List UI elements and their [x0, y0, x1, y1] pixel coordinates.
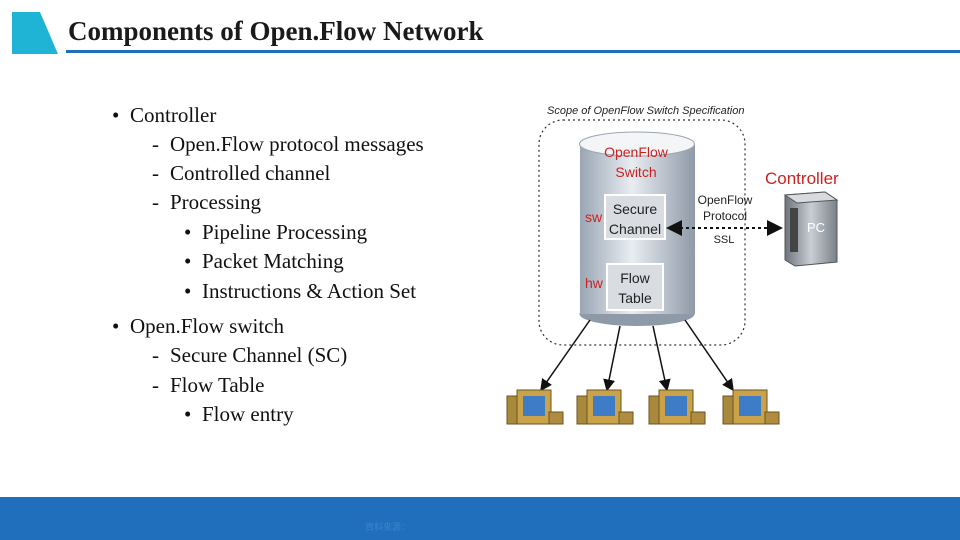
bullet-marker: • [184, 249, 192, 273]
bullet-item: -Controlled channel [152, 163, 330, 184]
secure-channel-label: Channel [609, 221, 661, 237]
bullet-text: Instructions & Action Set [202, 279, 417, 303]
bullet-marker: • [184, 279, 192, 303]
bullet-text: Packet Matching [202, 249, 344, 273]
bullet-item: • Instructions & Action Set [184, 281, 416, 302]
dash-marker: - [152, 132, 159, 156]
dash-marker: - [152, 373, 159, 397]
slide-title: Components of Open.Flow Network [68, 16, 484, 46]
protocol-label: Protocol [703, 209, 747, 223]
host-computer-icon [576, 389, 634, 425]
host-link [540, 319, 591, 392]
openflow-diagram: Scope of OpenFlow Switch Specification O… [506, 105, 839, 425]
bullet-text: Processing [170, 190, 261, 214]
host-link [603, 325, 621, 392]
controller-pc-icon [783, 191, 839, 267]
host-computer-icon [722, 389, 780, 425]
bullet-marker: • [184, 402, 192, 426]
bullet-text: Flow entry [202, 402, 294, 426]
title-underline [66, 50, 960, 53]
host-computer-icon [506, 389, 564, 425]
bullet-item: -Processing [152, 192, 261, 213]
bullet-item: • Open.Flow switch [112, 316, 284, 337]
pc-label: PC [807, 220, 825, 235]
ssl-label: SSL [714, 234, 735, 246]
dash-marker: - [152, 343, 159, 367]
bullet-item: • Pipeline Processing [184, 222, 367, 243]
bullet-item: • Packet Matching [184, 251, 344, 272]
sw-label: sw [585, 209, 603, 225]
bullet-item: -Flow Table [152, 375, 264, 396]
bullet-marker: • [112, 314, 120, 338]
hw-label: hw [585, 275, 604, 291]
title-corner-shape [12, 12, 58, 54]
flow-table-label: Table [618, 290, 652, 306]
host-link [684, 319, 734, 392]
bullet-marker: • [184, 220, 192, 244]
bullet-text: Secure Channel (SC) [170, 343, 348, 367]
bullet-item: -Secure Channel (SC) [152, 345, 347, 366]
bullet-marker: • [112, 103, 120, 127]
bullet-text: Open.Flow switch [130, 314, 284, 338]
bullet-item: • Flow entry [184, 404, 294, 425]
bullet-text: Controlled channel [170, 161, 331, 185]
footer-bar [0, 497, 960, 540]
dash-marker: - [152, 190, 159, 214]
switch-label: Switch [615, 164, 656, 180]
flow-table-label: Flow [620, 270, 650, 286]
flow-table-box [606, 263, 664, 311]
protocol-label: OpenFlow [698, 193, 753, 207]
bullet-text: Pipeline Processing [202, 220, 368, 244]
secure-channel-label: Secure [613, 201, 658, 217]
host-computer-icon [648, 389, 706, 425]
switch-label: OpenFlow [604, 144, 669, 160]
bullet-text: Controller [130, 103, 217, 127]
bullet-text: Flow Table [170, 373, 265, 397]
bullet-item: • Controller [112, 105, 216, 126]
secure-channel-box [604, 194, 666, 240]
bullet-item: -Open.Flow protocol messages [152, 134, 424, 155]
bullet-text: Open.Flow protocol messages [170, 132, 424, 156]
dash-marker: - [152, 161, 159, 185]
scope-label: Scope of OpenFlow Switch Specification [547, 105, 745, 117]
footer-source-label: 資料來源： [365, 523, 411, 533]
controller-label: Controller [765, 169, 839, 188]
host-link [652, 325, 671, 392]
